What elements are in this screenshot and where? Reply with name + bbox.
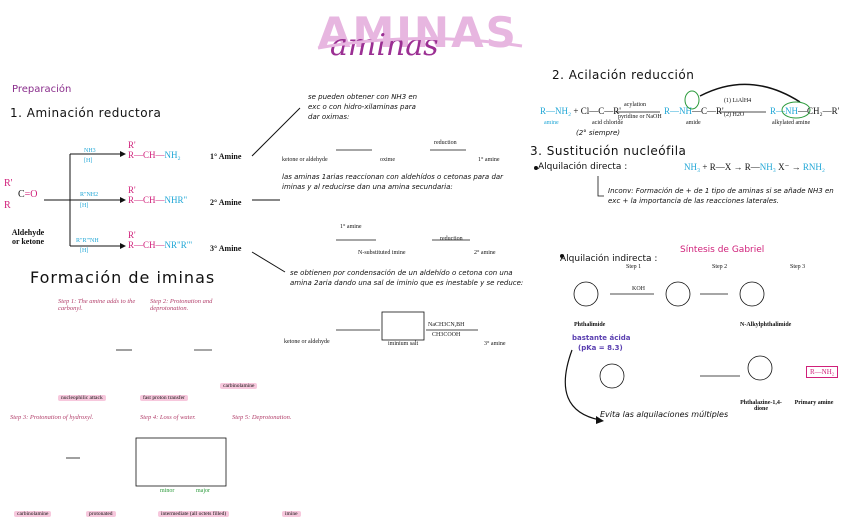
scheme-drawing — [0, 0, 848, 530]
